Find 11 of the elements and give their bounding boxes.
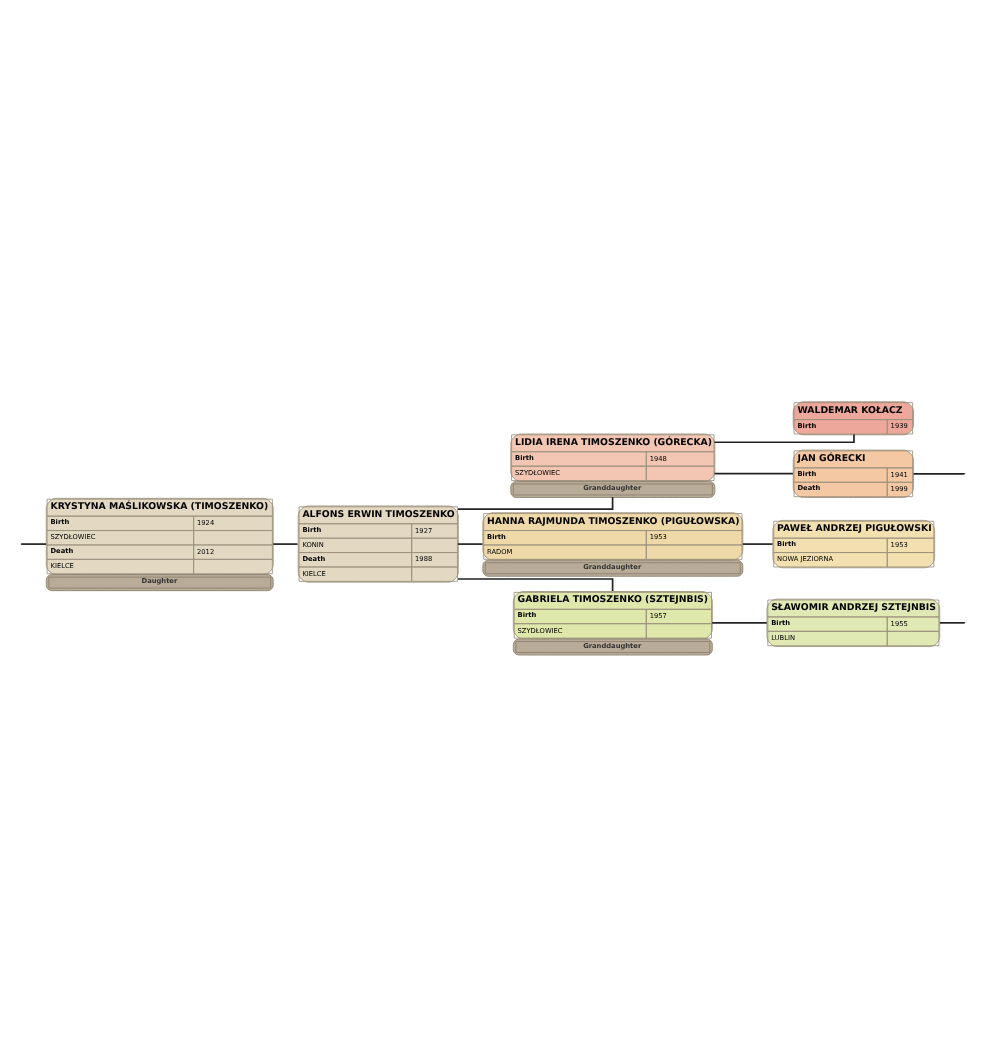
connector (713, 433, 855, 444)
connector (912, 472, 965, 475)
connector (741, 543, 774, 545)
connector (272, 543, 299, 545)
connector (457, 496, 614, 510)
connector (20, 543, 47, 545)
connector (713, 472, 794, 475)
connector (711, 622, 768, 624)
connector (457, 578, 614, 592)
connector (457, 543, 484, 545)
connector (939, 622, 965, 624)
